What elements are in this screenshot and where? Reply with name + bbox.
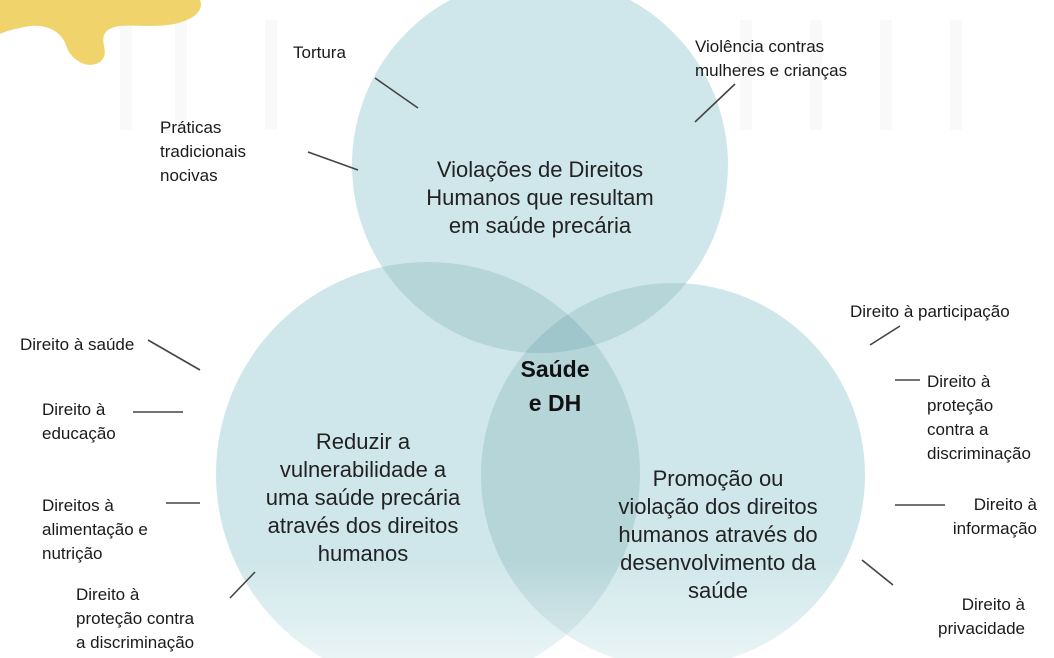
label-line: contra a: [927, 420, 989, 439]
label-line: proteção contra: [76, 609, 195, 628]
label-direito-participacao: Direito à participação: [850, 300, 1010, 324]
circle-left-line: vulnerabilidade a: [279, 457, 447, 482]
logo-shape: [0, 0, 201, 65]
circle-left-line: através dos direitos: [267, 513, 459, 538]
label-direito-protecao-left: Direito à proteção contra a discriminaçã…: [76, 583, 194, 655]
circle-right-line: humanos através do: [618, 522, 818, 547]
label-direito-saude: Direito à saúde: [20, 333, 134, 357]
label-line: mulheres e crianças: [695, 61, 848, 80]
label-line: Práticas: [160, 118, 222, 137]
label-line: alimentação e: [42, 520, 148, 539]
line-privacidade: [861, 559, 894, 586]
label-praticas: Práticas tradicionais nocivas: [160, 116, 246, 188]
label-line: Direito à: [973, 495, 1037, 514]
circle-right-line: desenvolvimento da: [620, 550, 816, 575]
label-line: a discriminação: [76, 633, 195, 652]
label-line: nutrição: [42, 544, 103, 563]
circle-right-text: Promoção ou violação dos direitos humano…: [588, 465, 848, 605]
label-direito-educacao: Direito à educação: [42, 398, 116, 446]
label-line: Direito à saúde: [20, 335, 135, 354]
line-saude: [147, 339, 201, 371]
label-line: discriminação: [927, 444, 1031, 463]
label-direito-protecao-right: Direito à proteção contra a discriminaçã…: [927, 370, 1031, 466]
label-line: informação: [952, 519, 1037, 538]
circle-top-text: Violações de Direitos Humanos que result…: [380, 156, 700, 240]
leader-lines: [133, 77, 945, 599]
line-violencia: [694, 83, 736, 123]
center-line-1: Saúde: [520, 356, 590, 382]
circle-right-line: saúde: [688, 578, 748, 603]
circle-left-line: uma saúde precária: [265, 485, 461, 510]
line-protecao-left: [229, 571, 256, 599]
line-praticas: [307, 151, 359, 171]
label-line: Direitos à: [42, 496, 114, 515]
circle-left-line: humanos: [317, 541, 409, 566]
label-direito-informacao: Direito à informação: [937, 493, 1037, 541]
label-line: privacidade: [938, 619, 1025, 638]
label-line: educação: [42, 424, 116, 443]
circle-left-line: Reduzir a: [315, 429, 411, 454]
center-line-2: e DH: [528, 390, 582, 416]
label-line: nocivas: [160, 166, 218, 185]
label-tortura: Tortura: [293, 41, 346, 65]
label-line: proteção: [927, 396, 994, 415]
circle-right-line: violação dos direitos: [618, 494, 818, 519]
center-label: Saúde e DH: [495, 352, 615, 420]
label-line: Violência contras: [695, 37, 825, 56]
line-participacao: [869, 325, 901, 346]
background-stripes: [120, 20, 962, 130]
line-tortura: [374, 77, 419, 109]
label-line: Tortura: [293, 43, 346, 62]
bottom-fade: [0, 560, 1054, 658]
label-direito-alimentacao: Direitos à alimentação e nutrição: [42, 494, 148, 566]
label-line: Direito à: [961, 595, 1025, 614]
label-violencia: Violência contras mulheres e crianças: [695, 35, 847, 83]
label-line: Direito à: [927, 372, 991, 391]
label-line: Direito à: [42, 400, 106, 419]
label-line: Direito à: [76, 585, 140, 604]
circle-top-line: Violações de Direitos: [436, 157, 644, 182]
circle-top-line: em saúde precária: [448, 213, 632, 238]
circle-right-line: Promoção ou: [652, 466, 784, 491]
label-direito-privacidade: Direito à privacidade: [917, 593, 1025, 641]
circle-top-line: Humanos que resultam: [426, 185, 654, 210]
label-line: Direito à participação: [850, 302, 1010, 321]
label-line: tradicionais: [160, 142, 246, 161]
circle-left-text: Reduzir a vulnerabilidade a uma saúde pr…: [238, 428, 488, 568]
